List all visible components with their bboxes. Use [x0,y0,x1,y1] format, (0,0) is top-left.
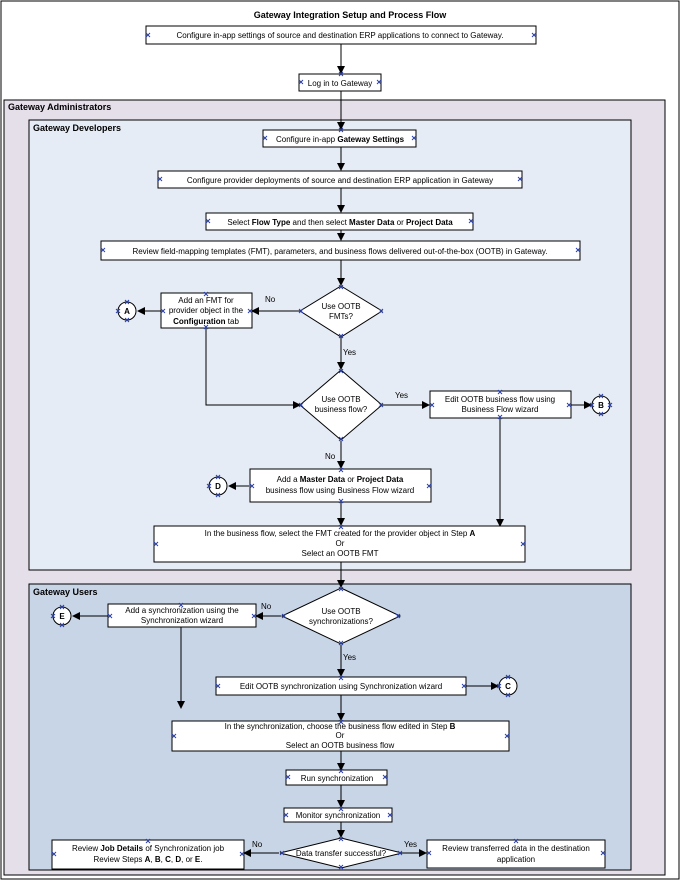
step-review-job-line1: Review Job Details of Synchronization jo… [72,844,225,853]
connector-c: C [498,676,518,696]
lane-gateway-developers [28,119,632,571]
step-add-bf-line1: Add a Master Data or Project Data [277,475,404,484]
step-choose-bf-line2: Or [336,731,345,740]
edge-label-yes-fmts: Yes [343,348,356,357]
lane-label-administrators: Gateway Administrators [8,102,111,112]
edge-label-no-sync: No [261,602,272,611]
decision-transfer-text: Data transfer successful? [296,849,387,858]
step-run-synchronization: Run synchronization [285,769,388,786]
step-login: Log in to Gateway [298,73,382,92]
decision-use-ootb-fmts: Use OOTB FMTs? [299,285,383,338]
step-add-sync-line2: Synchronization wizard [141,616,223,625]
decision-use-ootb-synchronizations: Use OOTB synchronizations? [280,587,402,645]
step-review-data-line1: Review transferred data in the destinati… [442,844,590,853]
step-review-fmt-text: Review field-mapping templates (FMT), pa… [132,247,547,256]
step-review-job-details: Review Job Details of Synchronization jo… [51,839,245,870]
step-add-fmt-line2: provider object in the [169,306,244,315]
decision-use-ootb-business-flow: Use OOTB business flow? [299,369,383,441]
step-monitor-synchronization: Monitor synchronization [283,807,393,823]
decision-data-transfer-successful: Data transfer successful? [279,837,403,869]
step-review-job-line2: Review Steps A, B, C, D, or E. [94,855,203,864]
decision-sync-line2: synchronizations? [309,617,374,626]
step-edit-synchronization: Edit OOTB synchronization using Synchron… [215,676,467,696]
step-choose-bf-line1: In the synchronization, choose the busin… [225,722,456,731]
step-configure-erp-text: Configure in-app settings of source and … [176,31,503,40]
step-review-fmt: Review field-mapping templates (FMT), pa… [100,240,581,261]
decision-bf-line2: business flow? [315,405,368,414]
edge-label-yes-sync: Yes [343,653,356,662]
step-select-fmt-line2: Or [336,539,345,548]
step-review-data-line2: application [497,855,535,864]
connector-d-label: D [215,482,221,491]
step-select-flow-type: Select Flow Type and then select Master … [205,212,474,231]
decision-fmts-line2: FMTs? [329,312,354,321]
step-review-transferred-data: Review transferred data in the destinati… [426,839,606,869]
edge-label-no-bf: No [325,452,336,461]
decision-fmts-line1: Use OOTB [321,302,360,311]
step-edit-bf-line2: Business Flow wizard [462,405,539,414]
flow-connectors [72,44,592,857]
step-select-fmt-line3: Select an OOTB FMT [302,549,379,558]
step-add-fmt-line3: Configuration tab [173,317,239,326]
connector-c-label: C [505,682,511,691]
step-monitor-sync-text: Monitor synchronization [296,811,380,820]
step-add-sync-line1: Add a synchronization using the [125,606,239,615]
edge-label-no-fmts: No [265,295,276,304]
decision-bf-line1: Use OOTB [321,395,360,404]
step-login-text: Log in to Gateway [308,79,372,88]
edge-label-yes-bf: Yes [395,391,408,400]
step-edit-business-flow: Edit OOTB business flow using Business F… [429,390,572,419]
decision-sync-line1: Use OOTB [321,607,360,616]
step-select-fmt-line1: In the business flow, select the FMT cre… [205,529,476,538]
edge-label-no-transfer: No [252,840,263,849]
edge-label-yes-transfer: Yes [404,840,417,849]
connector-d: D [208,476,228,496]
step-add-fmt: Add an FMT for provider object in the Co… [160,292,253,329]
step-configure-erp: Configure in-app settings of source and … [145,25,537,45]
step-select-flow-type-text: Select Flow Type and then select Master … [227,218,453,227]
lane-label-users: Gateway Users [33,587,98,597]
step-gateway-settings-text: Configure in-app Gateway Settings [276,135,405,144]
connector-a-label: A [124,307,130,316]
step-add-fmt-line1: Add an FMT for [178,296,234,305]
connector-a: A [117,301,137,321]
connector-b: B [591,395,611,415]
step-add-synchronization: Add a synchronization using the Synchron… [107,603,257,628]
step-add-business-flow: Add a Master Data or Project Data busine… [249,468,432,503]
connector-e: E [52,606,72,626]
step-edit-sync-text: Edit OOTB synchronization using Synchron… [240,682,442,691]
step-choose-bf-line3: Select an OOTB business flow [286,741,395,750]
step-select-fmt-in-flow: In the business flow, select the FMT cre… [153,525,526,563]
step-provider-deployments-text: Configure provider deployments of source… [187,176,493,185]
connector-b-label: B [598,401,604,410]
step-provider-deployments: Configure provider deployments of source… [157,170,523,189]
step-choose-business-flow: In the synchronization, choose the busin… [171,720,510,752]
step-edit-bf-line1: Edit OOTB business flow using [445,395,555,404]
lane-label-developers: Gateway Developers [33,123,121,133]
step-run-sync-text: Run synchronization [301,774,373,783]
connector-e-label: E [59,612,65,621]
step-add-bf-line2: business flow using Business Flow wizard [266,486,415,495]
step-gateway-settings: Configure in-app Gateway Settings [262,129,417,148]
diagram-title: Gateway Integration Setup and Process Fl… [254,10,448,20]
